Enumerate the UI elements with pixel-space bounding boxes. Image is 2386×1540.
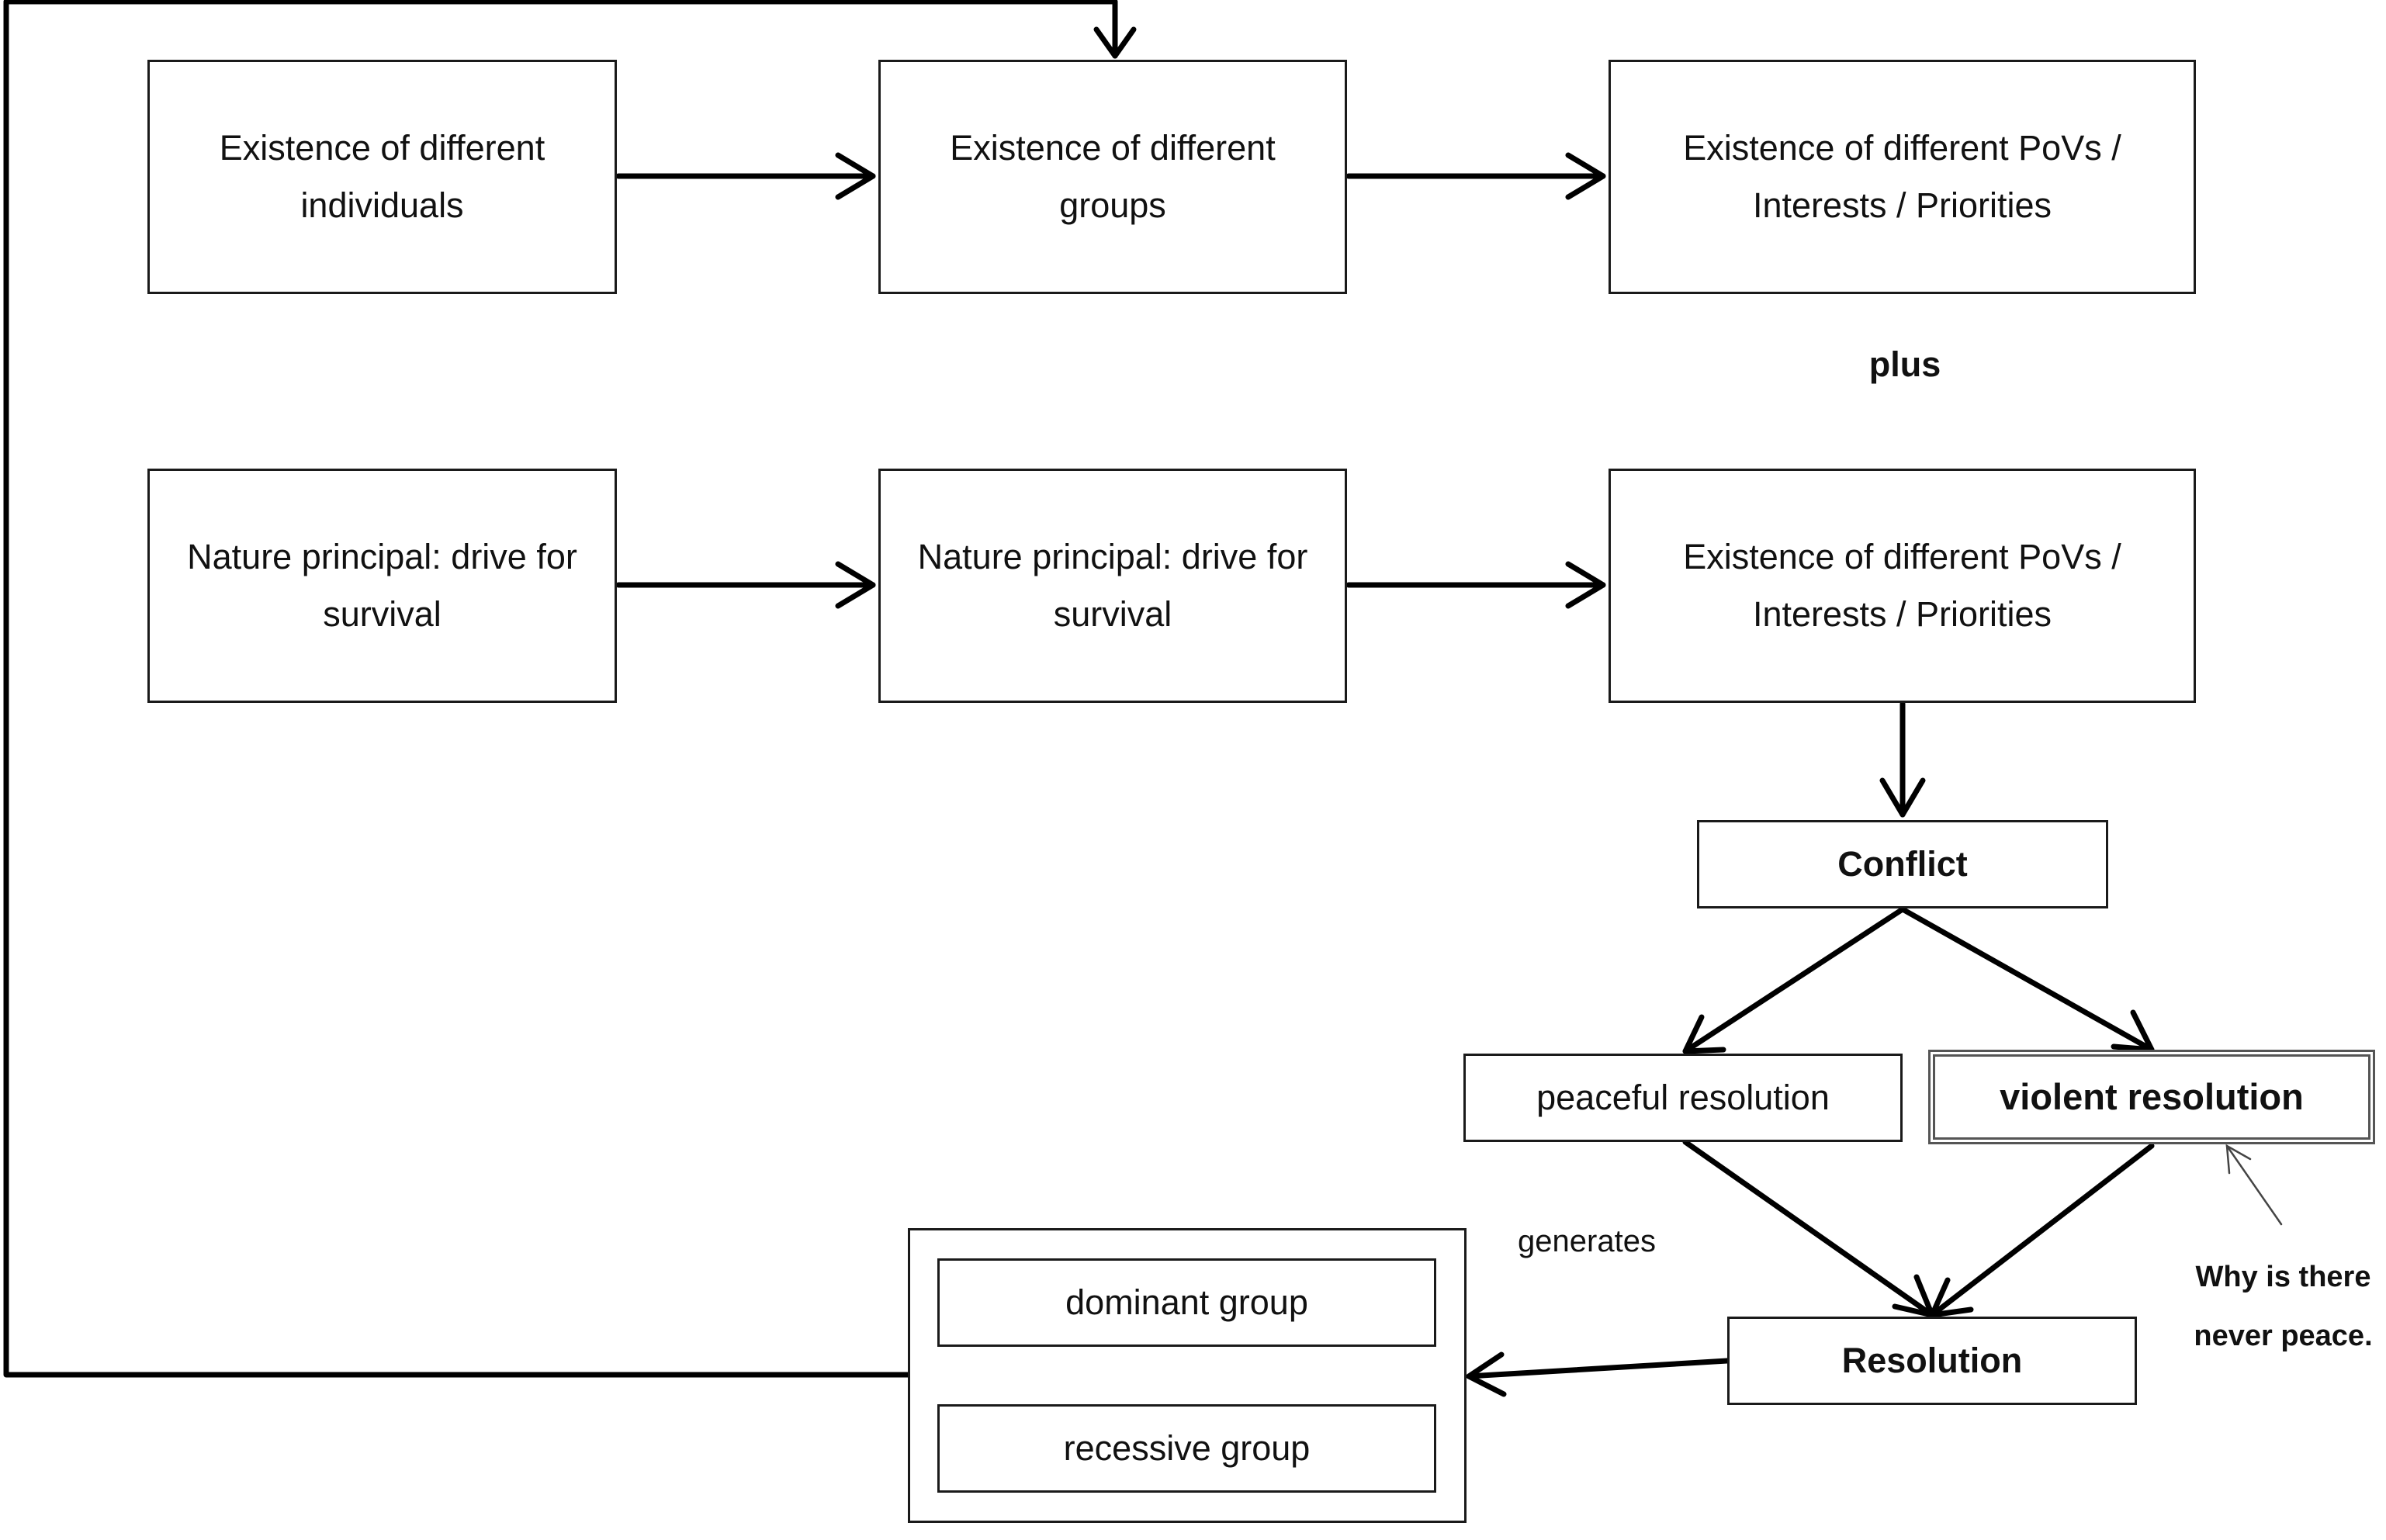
box-dominant-group-text: dominant group	[1065, 1282, 1308, 1322]
box-different-povs-bottom-text: Existence of different PoVs / Interests …	[1683, 537, 2121, 634]
box-different-povs-top: Existence of different PoVs / Interests …	[1609, 60, 2196, 294]
annotation-pointer-line	[2225, 1144, 2283, 1226]
annotation-why-no-peace: Why is there never peace.	[2180, 1248, 2386, 1365]
box-different-groups-text: Existence of different groups	[950, 128, 1276, 225]
box-nature-principal-1: Nature principal: drive for survival	[147, 469, 617, 703]
plus-label: plus	[1868, 344, 1941, 384]
box-nature-principal-2: Nature principal: drive for survival	[878, 469, 1347, 703]
box-violent-resolution: violent resolution	[1928, 1050, 2375, 1144]
arrow-nature1-to-nature2-head	[835, 561, 876, 609]
arrow-violent-to-resolution	[1929, 1143, 2155, 1318]
box-nature-principal-1-text: Nature principal: drive for survival	[187, 537, 577, 634]
box-different-groups: Existence of different groups	[878, 60, 1347, 294]
arrow-individuals-to-groups-head	[835, 152, 876, 200]
feedback-loop-line	[3, 0, 1118, 1378]
arrow-peaceful-to-resolution	[1682, 1139, 1935, 1318]
arrow-nature2-to-povs-head	[1565, 561, 1606, 609]
arrow-violent-to-resolution-head	[1929, 1277, 1974, 1318]
arrow-resolution-to-groups-head	[1466, 1351, 1507, 1397]
box-dominant-group: dominant group	[937, 1258, 1436, 1347]
box-different-povs-bottom: Existence of different PoVs / Interests …	[1609, 469, 2196, 703]
generates-label: generates	[1518, 1224, 1656, 1258]
box-resolution: Resolution	[1727, 1317, 2137, 1405]
box-nature-principal-2-text: Nature principal: drive for survival	[917, 537, 1308, 634]
box-peaceful-resolution: peaceful resolution	[1463, 1054, 1903, 1142]
box-different-individuals-text: Existence of different individuals	[219, 128, 545, 225]
box-violent-resolution-text: violent resolution	[2000, 1076, 2304, 1117]
arrow-povs-to-conflict-head	[1879, 777, 1926, 818]
annotation-pointer-head	[2225, 1144, 2252, 1175]
box-conflict: Conflict	[1697, 820, 2108, 908]
box-different-individuals: Existence of different individuals	[147, 60, 617, 294]
annotation-line-1: Why is there	[2195, 1261, 2371, 1293]
box-resolution-text: Resolution	[1841, 1341, 2023, 1380]
arrow-conflict-to-violent	[1899, 906, 2155, 1053]
box-peaceful-resolution-text: peaceful resolution	[1536, 1078, 1830, 1117]
box-recessive-group-text: recessive group	[1063, 1428, 1311, 1468]
arrow-resolution-to-groups	[1466, 1358, 1730, 1379]
feedback-loop-arrowhead	[1093, 26, 1137, 59]
box-different-povs-top-text: Existence of different PoVs / Interests …	[1683, 128, 2121, 225]
box-recessive-group: recessive group	[937, 1404, 1436, 1493]
arrow-conflict-to-peaceful	[1682, 906, 1906, 1054]
annotation-line-2: never peace.	[2194, 1320, 2373, 1352]
arrow-conflict-to-peaceful-head	[1682, 1014, 1726, 1054]
arrow-groups-to-povs-head	[1565, 152, 1606, 200]
box-conflict-text: Conflict	[1837, 844, 1968, 884]
